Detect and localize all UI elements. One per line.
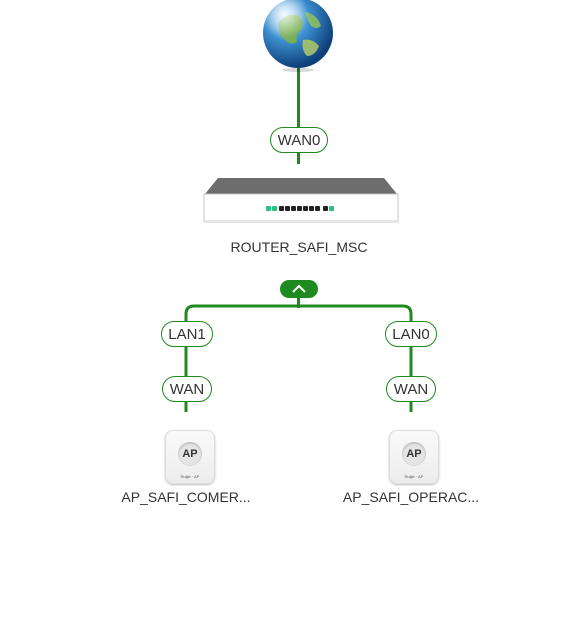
ap-device-icon[interactable]: AP Ruijie · AP: [389, 430, 439, 484]
router-name[interactable]: ROUTER_SAFI_MSC: [230, 239, 368, 255]
chevron-up-icon: [292, 284, 306, 293]
ap-logo: Ruijie · AP: [180, 474, 200, 479]
ap2-name[interactable]: AP_SAFI_OPERAC...: [342, 489, 480, 505]
lan0-port[interactable]: LAN0: [385, 321, 437, 347]
ap-device-icon[interactable]: AP Ruijie · AP: [165, 430, 215, 484]
ap2-wan-port[interactable]: WAN: [386, 376, 436, 402]
globe-icon[interactable]: [261, 0, 335, 72]
ap-logo: Ruijie · AP: [404, 474, 424, 479]
ap-icon-text: AP: [178, 442, 202, 466]
router-trunk-link: [297, 296, 300, 308]
collapse-button[interactable]: [280, 280, 318, 298]
internet-link: [297, 68, 300, 130]
ap-icon-text: AP: [402, 442, 426, 466]
router-icon[interactable]: [203, 178, 399, 224]
router-wan-port[interactable]: WAN0: [270, 127, 328, 153]
ap1-wan-port[interactable]: WAN: [162, 376, 212, 402]
wan-link-router: [297, 152, 300, 164]
lan1-port[interactable]: LAN1: [161, 321, 213, 347]
ap1-name[interactable]: AP_SAFI_COMER...: [121, 489, 251, 505]
